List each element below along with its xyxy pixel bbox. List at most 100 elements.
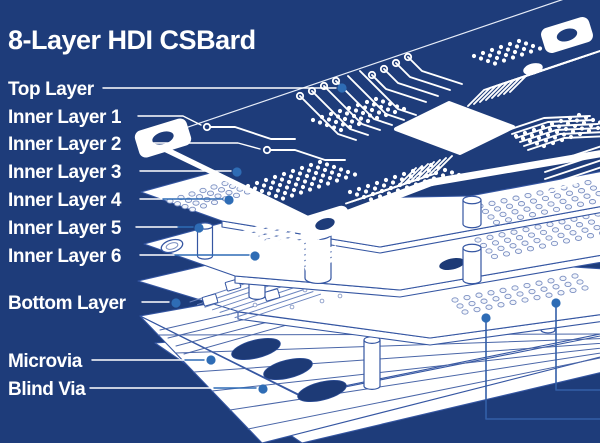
- signal-trace: [544, 159, 600, 180]
- via-hole: [488, 200, 496, 207]
- bga-pad-dot: [456, 172, 462, 178]
- bga-pad-dot: [364, 99, 370, 105]
- bga-pad-dot: [480, 50, 486, 56]
- bga-pad-dot: [280, 196, 286, 201]
- callout-dot: [171, 298, 181, 308]
- via-post-bottom: [462, 279, 482, 285]
- signal-trace: [210, 126, 296, 140]
- via-hole: [456, 303, 464, 309]
- bga-pad-dot: [343, 175, 349, 180]
- label-microvia: Microvia: [8, 351, 83, 372]
- via-hole: [504, 217, 513, 223]
- via-hole: [510, 229, 518, 235]
- bga-pad-dot: [299, 165, 305, 171]
- bga-pad-dot: [289, 193, 295, 198]
- hatch-line: [242, 293, 321, 321]
- top-board-edge: [149, 0, 564, 141]
- via-hole: [499, 211, 507, 218]
- oval-cutout: [297, 379, 347, 403]
- bga-pad-dot: [538, 130, 544, 135]
- bga-pad-dot: [510, 55, 516, 60]
- via-hole: [514, 248, 523, 254]
- via-hole: [516, 214, 525, 220]
- signal-trace: [507, 115, 591, 131]
- via-hole: [576, 201, 585, 207]
- via-hole: [480, 298, 488, 304]
- bga-pad-dot: [537, 46, 543, 51]
- via-post-body: [463, 248, 481, 280]
- via-hole: [188, 206, 197, 213]
- leader-line-offscreen: [555, 302, 600, 391]
- via-hole: [225, 189, 233, 196]
- bga-pad-dot: [329, 170, 335, 175]
- via-hole: [210, 199, 219, 206]
- bga-pad-dot: [547, 127, 553, 132]
- via-hole: [517, 201, 526, 207]
- bga-pad-dot: [365, 118, 371, 124]
- via-hole: [557, 290, 565, 296]
- via-hole: [564, 281, 572, 288]
- corner-pad: [541, 16, 593, 54]
- signal-trace: [347, 75, 405, 121]
- smd-component: [201, 293, 219, 307]
- corner-pad-hole: [556, 28, 578, 42]
- bga-pad-dot: [393, 193, 399, 199]
- via-hole: [559, 198, 567, 205]
- mount-hole: [160, 238, 184, 254]
- laminate-line: [211, 347, 600, 392]
- bga-pad-dot: [275, 188, 281, 193]
- via-hole: [595, 190, 600, 197]
- bga-pad-dot: [288, 174, 294, 179]
- bga-pad-dot: [331, 164, 337, 170]
- via-hole: [569, 230, 577, 236]
- via-hole: [524, 192, 532, 199]
- leader-lines: [89, 87, 600, 420]
- via-hole: [571, 196, 579, 202]
- bga-pad-dot: [376, 110, 382, 115]
- via-hole: [523, 282, 531, 289]
- bga-pad-dot: [320, 173, 326, 178]
- via-hole: [497, 302, 505, 308]
- bga-pad-dot: [369, 107, 375, 113]
- label-blind-via: Blind Via: [8, 379, 86, 400]
- corner-pad: [298, 205, 352, 243]
- bga-pad-dot: [261, 183, 267, 188]
- via-hole: [468, 300, 476, 307]
- bga-pad-dot: [353, 108, 359, 113]
- bga-pad-dot: [471, 53, 477, 59]
- bga-pad-dot: [352, 172, 358, 177]
- via-hole: [461, 309, 469, 315]
- bga-pad-dot: [263, 177, 269, 183]
- bga-pad-dot: [413, 182, 419, 187]
- bga-pad-dot: [431, 176, 437, 181]
- via-hole: [553, 193, 562, 199]
- solder-pad: [289, 304, 295, 310]
- via-hole: [516, 291, 524, 297]
- via-hole: [557, 232, 565, 239]
- via-posts-upper: [196, 222, 482, 285]
- via-hole: [533, 294, 541, 301]
- bga-pad-dot: [358, 116, 364, 121]
- bga-pad-dot: [372, 186, 378, 191]
- via-hole: [492, 219, 501, 226]
- signal-trace: [383, 68, 439, 97]
- via-hole: [479, 242, 488, 249]
- bga-pad-dot: [272, 174, 278, 180]
- bga-pad-dot: [496, 50, 502, 55]
- via-hole: [538, 243, 547, 249]
- corner-pad-hole: [313, 216, 337, 232]
- via-hole: [512, 195, 520, 201]
- bga-pad-dot: [442, 167, 448, 173]
- hatch-line: [234, 291, 314, 319]
- bga-pad-dot: [380, 99, 386, 104]
- callout-dots: [171, 83, 561, 394]
- bga-pad-dot: [270, 180, 276, 185]
- top-board-thickness: [318, 151, 600, 228]
- via-hole: [511, 285, 519, 291]
- via-hole: [523, 206, 531, 212]
- via-hole: [487, 290, 495, 296]
- via-post-top: [462, 243, 482, 253]
- via-hole: [509, 299, 517, 306]
- callout-dot: [250, 251, 260, 261]
- bga-pad-dot: [374, 180, 380, 186]
